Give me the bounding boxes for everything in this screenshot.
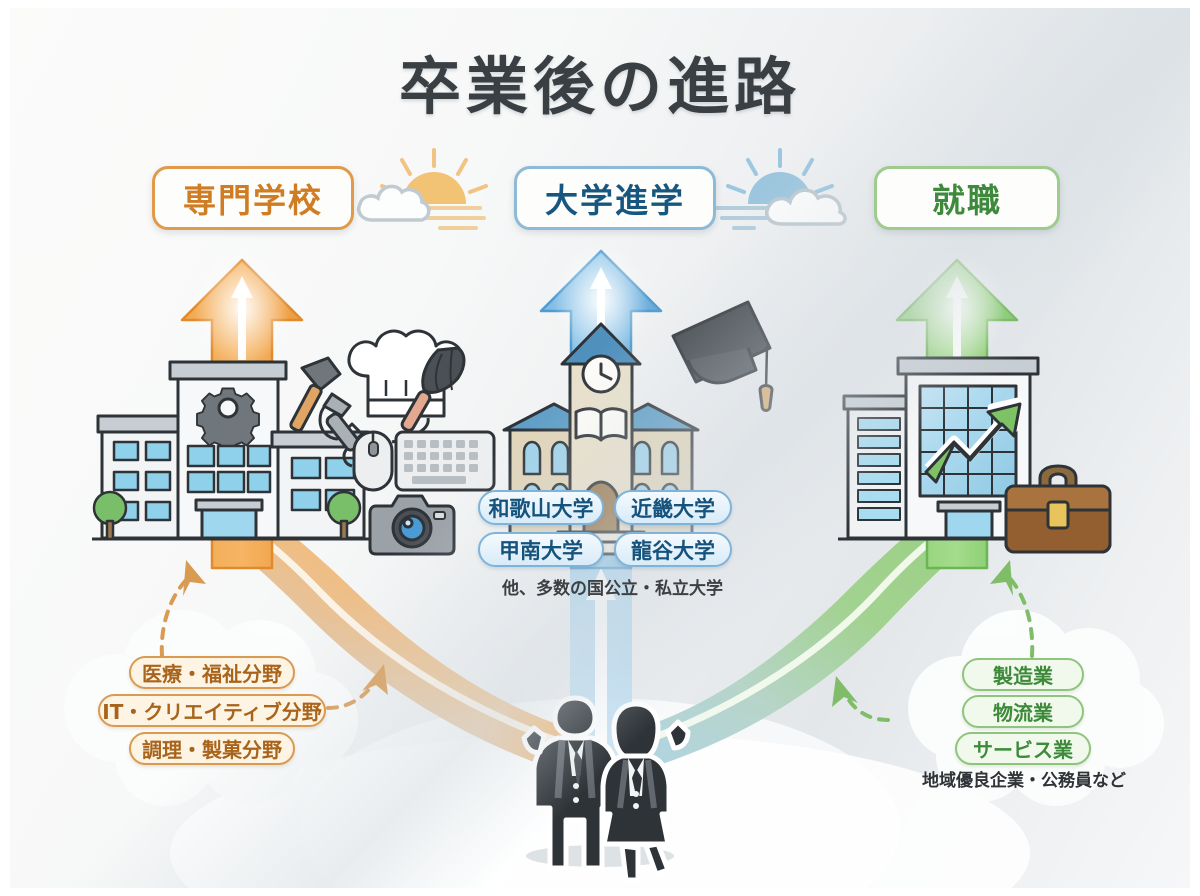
infographic-panel: 卒業後の進路 専門学校 大学進学 就職 和歌山大学 近畿大学 甲南大学 龍谷大学…	[10, 8, 1190, 888]
whisk-icon	[400, 346, 466, 432]
students-silhouette-icon	[521, 695, 691, 883]
page-title: 卒業後の進路	[398, 50, 801, 123]
university-chip-2[interactable]: 近畿大学	[614, 490, 732, 525]
employment-chip-3[interactable]: サービス業	[955, 732, 1091, 765]
sun-cloud-icon-right	[708, 148, 847, 230]
employment-big-arrow	[895, 250, 1019, 570]
employment-dashed-arrowhead-upper	[990, 560, 1013, 596]
path-badge-university[interactable]: 大学進学	[514, 166, 716, 230]
employment-chip-2[interactable]: 物流業	[962, 695, 1084, 728]
university-note: 他、多数の国公立・私立大学	[502, 579, 723, 599]
vocational-big-arrow	[180, 250, 304, 570]
briefcase-icon	[1004, 464, 1112, 554]
chef-hat-icon	[347, 329, 465, 418]
employment-chip-1[interactable]: 製造業	[962, 658, 1084, 691]
university-chip-3[interactable]: 甲南大学	[478, 532, 604, 567]
vocational-dashed-arrow-upper	[159, 572, 194, 658]
vocational-chip-1[interactable]: 医療・福祉分野	[129, 656, 295, 689]
gear-building-icon	[92, 360, 376, 541]
path-badge-vocational[interactable]: 専門学校	[152, 166, 354, 230]
employment-dashed-arrow-lower	[842, 690, 890, 722]
vocational-chip-3[interactable]: 調理・製菓分野	[129, 732, 295, 765]
growth-arrow-icon	[924, 397, 1023, 484]
university-chip-1[interactable]: 和歌山大学	[478, 490, 604, 525]
graduation-cap-icon	[671, 300, 774, 412]
vocational-dashed-arrowhead-lower	[362, 664, 388, 695]
path-badge-employment[interactable]: 就職	[874, 166, 1060, 230]
mouse-icon	[352, 417, 430, 492]
university-chip-4[interactable]: 龍谷大学	[614, 532, 732, 567]
employment-dashed-arrow-upper	[1004, 572, 1035, 658]
employment-dashed-arrowhead-lower	[832, 676, 858, 707]
vocational-dashed-arrow-lower	[326, 678, 378, 710]
keyboard-icon	[394, 430, 496, 492]
sun-cloud-icon-left	[357, 148, 488, 230]
vocational-chip-2[interactable]: IT・クリエイティブ分野	[98, 694, 326, 727]
wrench-icon	[318, 392, 364, 468]
hammer-icon	[289, 356, 342, 433]
employment-note: 地域優良企業・公務員など	[922, 771, 1126, 791]
vocational-dashed-arrowhead-upper	[183, 560, 206, 596]
camera-icon	[368, 494, 456, 556]
office-building-icon	[838, 356, 1050, 541]
